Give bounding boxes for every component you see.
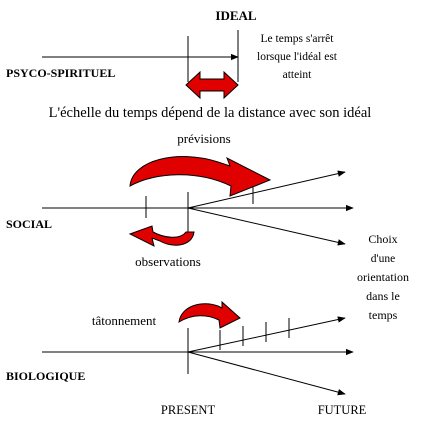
ideal-note-line-3: atteint: [283, 69, 313, 81]
distance-double-arrow: [185, 70, 239, 100]
choice-note-line-4: dans le: [366, 289, 400, 303]
observation-curved-arrow: [128, 225, 195, 247]
caption-text: L'échelle du temps dépend de la distance…: [49, 105, 372, 121]
trial-curved-arrow: [178, 300, 241, 329]
choice-note-line-2: d'une: [371, 253, 395, 265]
ideal-note-line-1: Le temps s'arrêt: [261, 33, 335, 45]
social-label: SOCIAL: [6, 217, 52, 231]
ideal-label: IDEAL: [215, 8, 257, 23]
social-observation-label: observations: [135, 254, 201, 269]
future-label: FUTURE: [318, 403, 367, 417]
biological-trial-label: tâtonnement: [92, 313, 157, 328]
choice-note-line-3: orientation: [357, 270, 409, 284]
present-label: PRESENT: [161, 403, 216, 417]
biological-branch-down: [187, 351, 346, 396]
social-branch-down: [187, 207, 346, 246]
forecast-curved-arrow: [129, 156, 272, 197]
social-branch-up: [187, 170, 346, 209]
ideal-note-line-2: lorsque l'idéal est: [257, 51, 338, 63]
choice-note-line-5: temps: [369, 308, 398, 322]
choice-note-line-1: Choix: [368, 232, 397, 246]
biological-label: BIOLOGIQUE: [6, 369, 85, 383]
psycho-spiritual-label: PSYCO-SPIRITUEL: [6, 66, 115, 80]
social-forecast-label: prévisions: [177, 131, 230, 146]
